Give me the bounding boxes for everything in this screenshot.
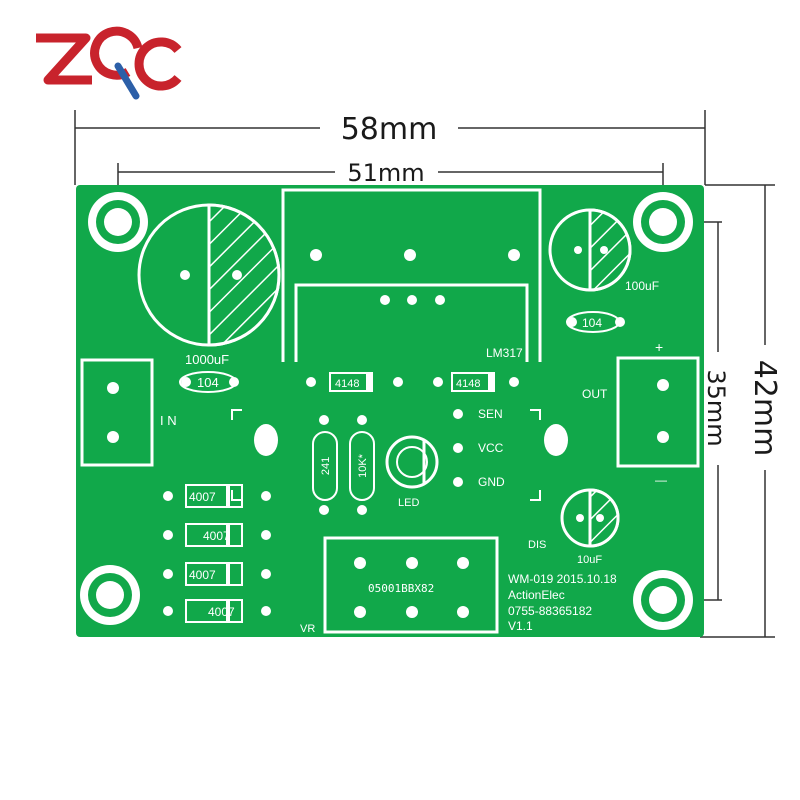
output-terminal <box>616 356 700 468</box>
resistor-10k <box>349 431 375 501</box>
slot-left <box>254 424 278 456</box>
led-label: LED <box>398 497 419 509</box>
output-label: OUT <box>582 387 608 401</box>
rectifier-label-3: 4007 <box>189 568 216 582</box>
diode-4148-b <box>433 372 519 392</box>
cap-104-a <box>179 371 239 393</box>
regulator-outline <box>281 188 542 362</box>
resistor-241-label: 241 <box>320 457 332 475</box>
cap-104-b-label: 104 <box>582 316 602 330</box>
cap-big-label: 1000uF <box>185 352 229 367</box>
resistor-241 <box>312 431 338 501</box>
cap-104-b <box>566 311 625 333</box>
pot-label: 05001BBX82 <box>368 582 434 595</box>
capacitor-tiny <box>560 488 620 548</box>
sen-label: SEN <box>478 407 503 421</box>
diode-4148-a <box>306 372 403 392</box>
vr-label: VR <box>300 623 315 635</box>
rectifier-diodes <box>185 484 243 623</box>
gnd-label: GND <box>478 475 505 489</box>
width-holes-label: 51mm <box>347 159 424 187</box>
output-minus-label: — <box>655 473 667 487</box>
output-plus-label: + <box>655 339 663 355</box>
cap-small-label: 100uF <box>625 279 659 293</box>
rectifier-label-4: 4007 <box>208 605 235 619</box>
resistor-10k-label: 10K* <box>357 453 369 478</box>
regulator-pads <box>310 249 520 305</box>
slot-right <box>544 424 568 456</box>
diode-a-label: 4148 <box>335 378 359 390</box>
brand-logo <box>36 26 182 100</box>
potentiometer <box>323 536 499 634</box>
info-line-3: 0755-88365182 <box>508 604 592 618</box>
dis-label: DIS <box>528 539 546 551</box>
info-line-4: V1.1 <box>508 619 533 633</box>
diode-b-label: 4148 <box>456 378 480 390</box>
input-label: I N <box>160 413 177 428</box>
rectifier-label-2: 4007 <box>203 529 230 543</box>
vcc-label: VCC <box>478 441 504 455</box>
height-outer-label: 42mm <box>747 360 782 457</box>
layout-markers <box>231 409 541 501</box>
rectifier-label-1: 4007 <box>189 490 216 504</box>
capacitor-big <box>137 203 281 347</box>
mounting-holes <box>80 192 693 630</box>
input-terminal <box>80 358 154 467</box>
height-holes-label: 35mm <box>702 369 730 446</box>
regulator-label: LM317 <box>486 346 523 360</box>
info-line-1: WM-019 2015.10.18 <box>508 572 617 586</box>
info-line-2: ActionElec <box>508 588 565 602</box>
led <box>385 435 439 489</box>
header-pins <box>319 409 463 515</box>
cap-104-a-label: 104 <box>197 375 219 390</box>
rectifier-pads <box>163 491 271 616</box>
capacitor-small <box>548 208 632 292</box>
cap-tiny-label: 10uF <box>577 554 602 566</box>
width-outer-label: 58mm <box>341 112 438 147</box>
